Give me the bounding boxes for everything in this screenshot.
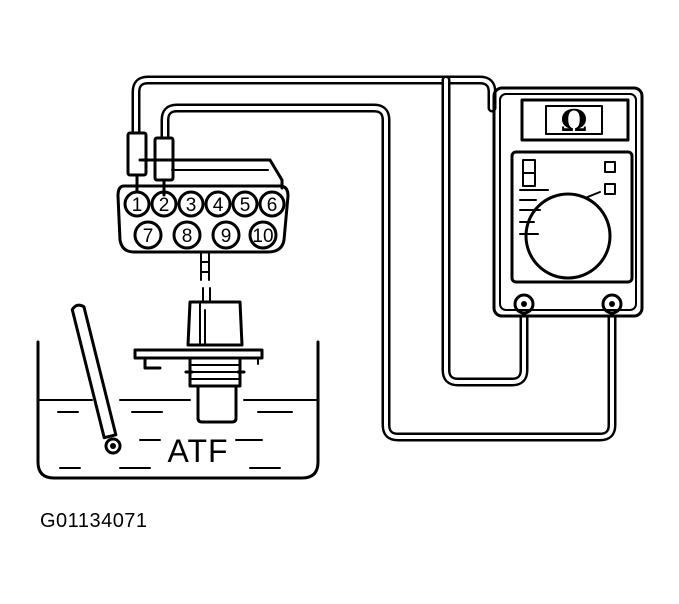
pin-9-circle xyxy=(211,220,241,250)
pin-3-circle xyxy=(177,190,205,218)
sensor-flange xyxy=(133,348,264,360)
meter-rotary-dial[interactable] xyxy=(524,192,612,280)
meter-unit-symbol: Ω xyxy=(561,104,588,139)
sensor-harness xyxy=(200,253,211,301)
pin-label-7: 7 xyxy=(143,226,154,247)
thermometer-stem xyxy=(70,303,118,440)
temperature-sensor xyxy=(133,300,264,424)
meter-jack-left[interactable] xyxy=(513,293,535,315)
probe-tip-1 xyxy=(126,131,148,177)
meter-case xyxy=(492,86,644,318)
pin-label-3: 3 xyxy=(186,195,197,216)
pin-7-circle xyxy=(133,220,163,250)
pin-label-10: 10 xyxy=(252,226,273,247)
pin-2-circle xyxy=(150,190,178,218)
meter-control-panel xyxy=(510,150,634,284)
meter-button-1[interactable] xyxy=(604,161,616,173)
thermometer xyxy=(70,303,122,455)
sensor-body xyxy=(186,300,244,347)
thermometer-bulb xyxy=(104,437,122,455)
pin-label-4: 4 xyxy=(213,195,224,216)
pin-label-5: 5 xyxy=(240,195,251,216)
pin-label-8: 8 xyxy=(182,226,193,247)
meter-button-2[interactable] xyxy=(604,183,616,195)
pin-label-9: 9 xyxy=(221,226,232,247)
fluid-label: ATF xyxy=(167,433,228,469)
container-walls xyxy=(36,340,320,480)
fluid-container: ATF xyxy=(36,340,320,480)
pin-label-1: 1 xyxy=(132,195,143,216)
pin-10-circle xyxy=(248,220,278,250)
pin-5-circle xyxy=(231,190,259,218)
figure-id: G01134071 xyxy=(40,510,148,532)
pin-4-circle xyxy=(204,190,232,218)
pin-label-2: 2 xyxy=(159,195,170,216)
sensor-probe xyxy=(196,384,238,424)
connector-body xyxy=(116,184,290,254)
pin-label-6: 6 xyxy=(267,195,278,216)
meter-display xyxy=(520,98,630,142)
meter-jack-right[interactable] xyxy=(601,293,623,315)
pin-6-circle xyxy=(258,190,286,218)
connector: 1 2 3 4 5 6 7 8 9 10 xyxy=(116,158,290,254)
pin-1-circle xyxy=(123,190,151,218)
pin-8-circle xyxy=(172,220,202,250)
test-leads xyxy=(131,75,617,442)
ohmmeter: Ω xyxy=(492,86,644,318)
